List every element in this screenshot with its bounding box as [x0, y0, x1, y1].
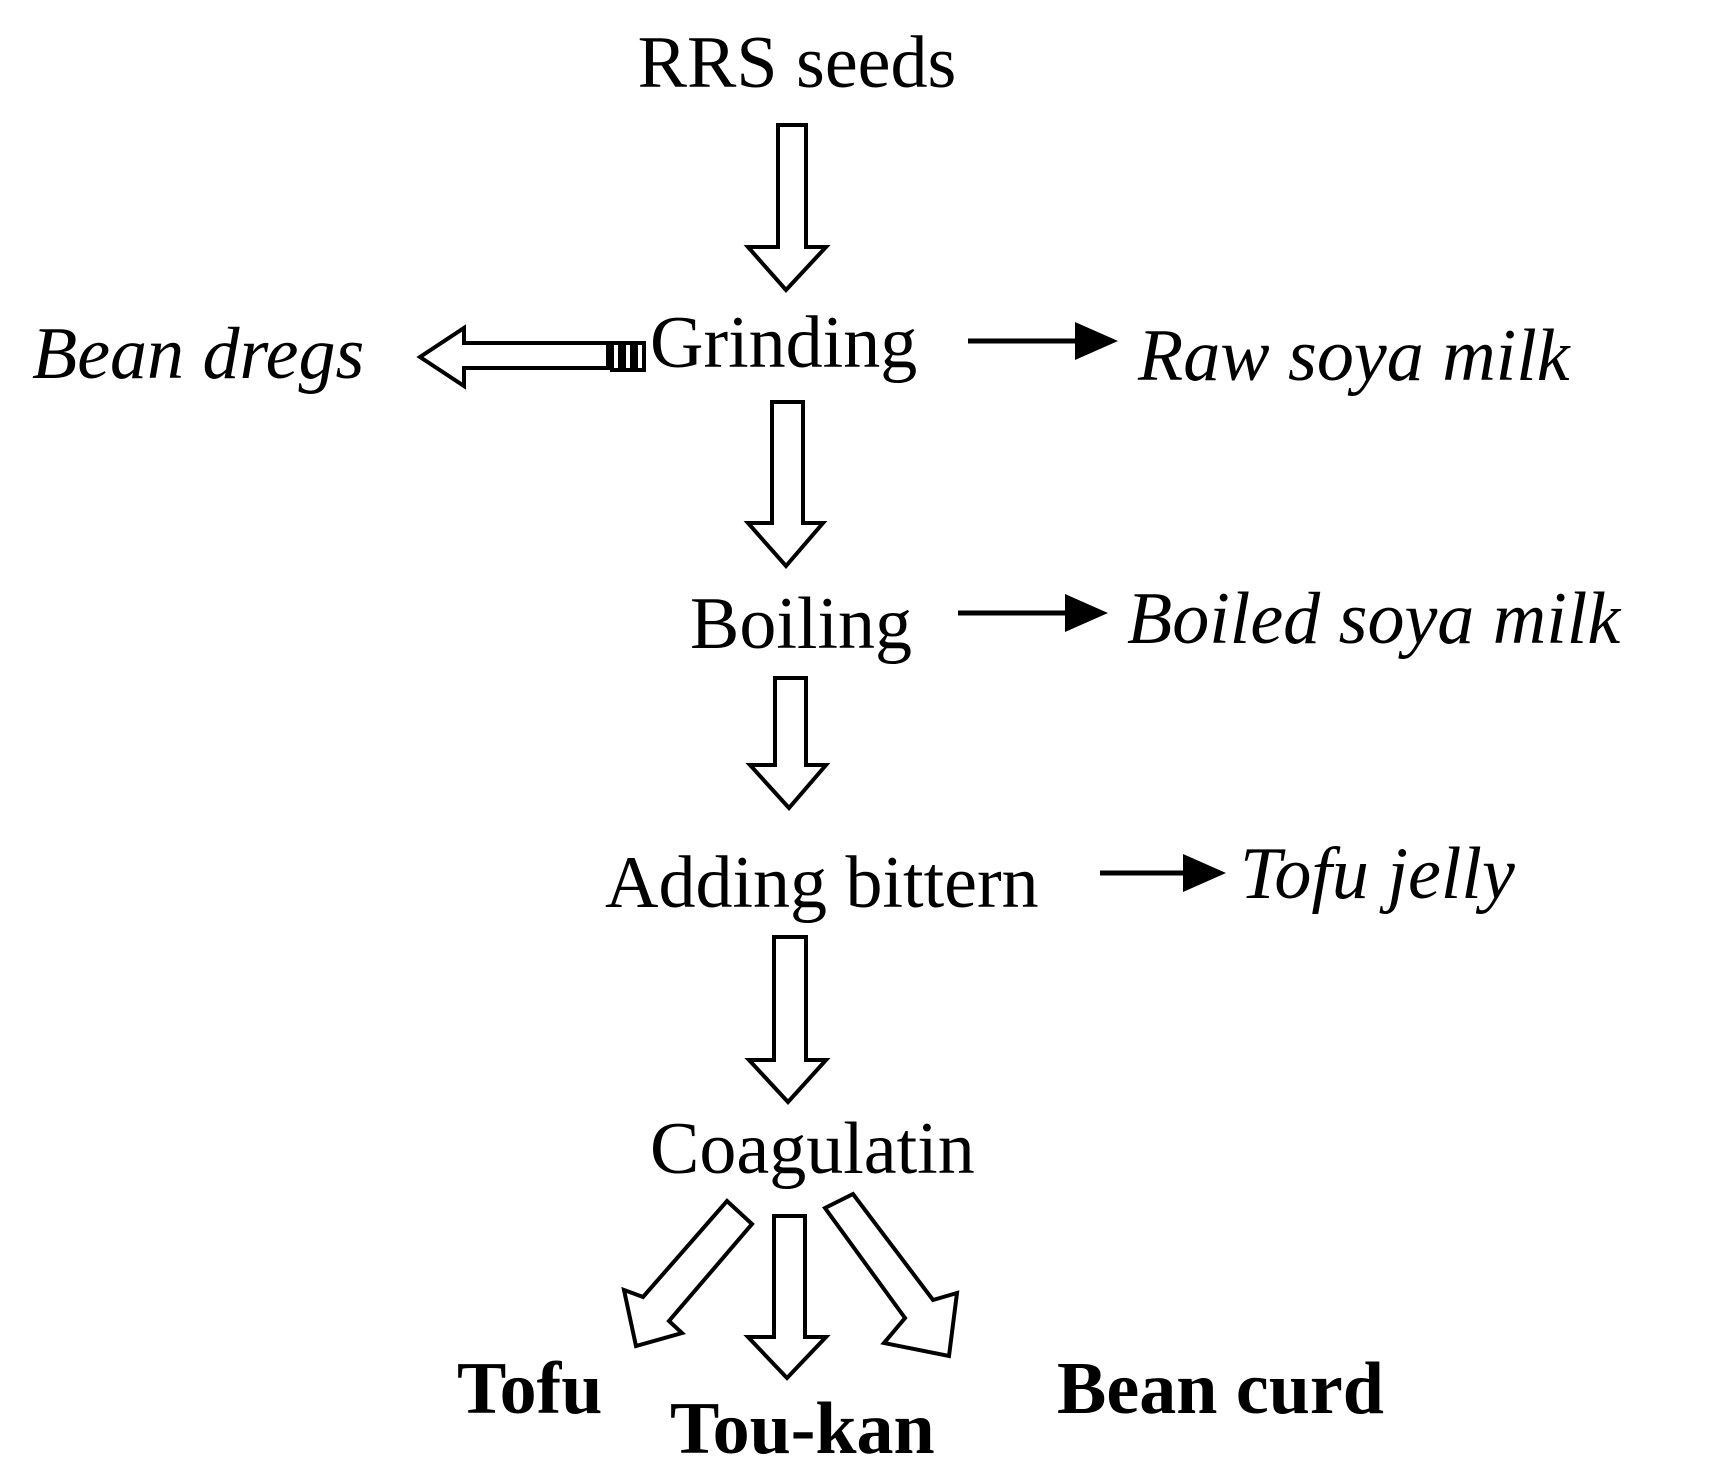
arrow-seeds-to-grinding — [743, 123, 831, 293]
step-coagulatin: Coagulatin — [650, 1108, 975, 1190]
product-tofu: Tofu — [457, 1348, 602, 1430]
arrow-head-raw-soya-milk — [1075, 322, 1118, 360]
arrow-coagulatin-to-bean-curd — [821, 1191, 960, 1359]
arrow-coagulatin-to-tofu — [621, 1198, 755, 1349]
byproduct-bean-dregs: Bean dregs — [32, 313, 364, 395]
arrow-tail-mark-2 — [622, 341, 634, 372]
product-tou-kan: Tou-kan — [670, 1388, 935, 1470]
step-boiling: Boiling — [690, 583, 912, 665]
arrow-bittern-to-coagulatin — [744, 935, 831, 1105]
arrow-head-boiled-soya-milk — [1065, 594, 1108, 632]
step-rrs-seeds: RRS seeds — [638, 22, 957, 104]
arrow-tail-mark-1 — [610, 341, 622, 372]
arrow-grinding-to-bean-dregs — [416, 324, 610, 390]
arrow-grinding-to-boiling — [743, 400, 828, 570]
arrow-boiling-to-bittern — [745, 676, 831, 812]
byproduct-raw-soya-milk: Raw soya milk — [1137, 315, 1571, 397]
arrow-head-tofu-jelly — [1183, 854, 1226, 892]
arrow-coagulatin-to-tou-kan — [743, 1214, 831, 1381]
arrow-tail-mark-3 — [634, 341, 646, 372]
step-adding-bittern: Adding bittern — [605, 842, 1039, 924]
byproduct-tofu-jelly: Tofu jelly — [1240, 833, 1515, 915]
step-grinding: Grinding — [650, 302, 917, 384]
product-bean-curd: Bean curd — [1057, 1348, 1384, 1430]
byproduct-boiled-soya-milk: Boiled soya milk — [1127, 578, 1621, 660]
